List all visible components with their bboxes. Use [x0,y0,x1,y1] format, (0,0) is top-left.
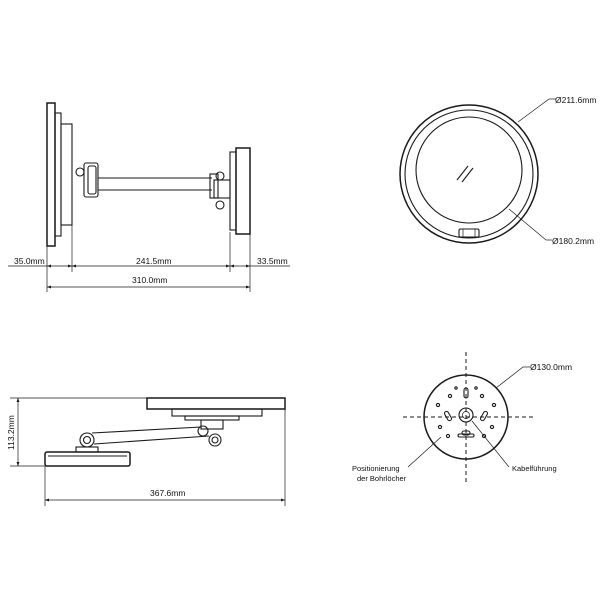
mirror-top [44,451,131,467]
mirror-outer-ring [399,104,539,244]
slot-left [443,410,453,422]
drill-hole [479,393,485,399]
drill-hole [447,393,453,399]
top-view: 113.2mm 367.6mm [6,397,286,506]
cable-hole [458,407,474,423]
drill-hole [437,424,443,430]
wall-plate-boss [184,415,240,421]
pivot-joint-inner [87,165,97,195]
top-left-pivot-inner [82,435,92,445]
slot-bottom [461,430,471,436]
mirror-glass [415,116,523,224]
dim-mount-diameter: Ø130.0mm [530,362,572,372]
slot-top [463,387,469,399]
wall-plate-top [146,397,286,410]
drill-hole [445,433,451,439]
mount-view: Ø130.0mm Positionierung der Bohrlöcher K… [352,352,572,483]
pivot-knob [75,167,85,177]
dim-total-width: 367.6mm [150,488,185,498]
top-pivot [208,433,222,447]
dim-total-length: 310.0mm [132,275,167,285]
light-switch [458,228,480,238]
drill-hole [435,402,441,408]
leader-outer-diameter [517,98,550,123]
side-view: 35.0mm 241.5mm 33.5mm 310.0mm [8,102,290,292]
arm-bracket [213,179,231,199]
leader-drill-positions [407,436,442,468]
mirror-plate-outer [46,102,56,247]
top-left-pivot [79,432,95,448]
mirror-plate-back [60,123,73,226]
leader-inner-diameter [508,208,547,241]
dim-right-plate: 33.5mm [257,256,288,266]
front-view: Ø211.6mm Ø180.2mm [399,95,596,246]
wall-plate-step [171,408,263,417]
note-drill-positions-line2: der Bohrlöcher [357,474,407,483]
mirror-outer-ring-inner [404,109,534,239]
dim-inner-diameter: Ø180.2mm [552,236,594,246]
drill-hole [481,433,487,439]
bracket-screw-bottom [215,200,225,210]
mount-plate [423,374,509,460]
top-pivot-inner [211,436,219,444]
leader-cable-routing [471,420,510,468]
dim-left-plate: 35.0mm [14,256,45,266]
pivot-joint [83,162,99,198]
wall-plate [235,147,251,235]
slot-cable [457,433,475,438]
drill-hole [454,386,458,390]
mirror-plate-rim [54,112,62,237]
top-bracket [200,419,224,430]
glass-reflection-mark-1 [456,165,469,181]
drill-hole [489,424,495,430]
dim-arm-length: 241.5mm [136,256,171,266]
slot-right [479,410,489,422]
glass-reflection-mark-2 [461,167,474,183]
top-arm-lower [93,435,210,445]
wall-plate-inner [229,151,237,231]
dim-outer-diameter: Ø211.6mm [555,95,596,105]
drill-hole [491,402,497,408]
bracket-screw-top [215,171,225,181]
dim-height: 113.2mm [6,415,16,450]
top-arm-upper [91,426,202,434]
leader-mount-diameter [495,366,524,389]
drill-hole [474,386,478,390]
note-cable-routing: Kabelführung [512,464,557,473]
note-drill-positions-line1: Positionierung [352,464,400,473]
